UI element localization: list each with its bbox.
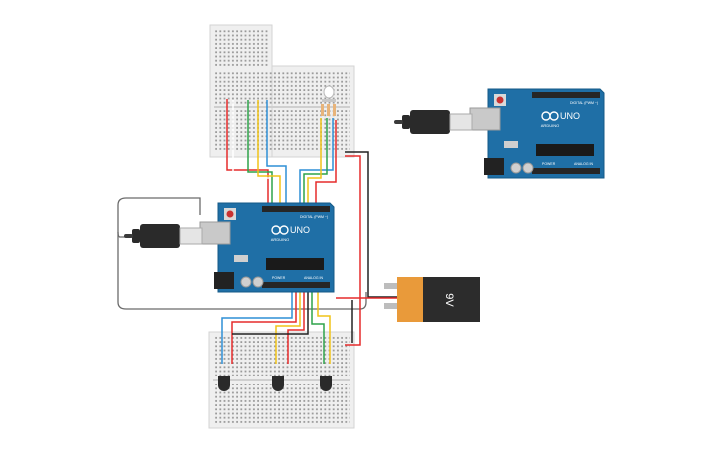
battery-terminal-positive [384, 283, 397, 289]
wire-blue[interactable] [221, 288, 293, 364]
arduino-uno-right[interactable]: ARDUINO UNO DIGITAL (PWM ~) POWER ANALOG… [469, 88, 605, 179]
usb-cable-lower[interactable] [117, 232, 367, 310]
capacitor [522, 162, 534, 174]
reset-button-cap [496, 96, 504, 104]
led-base [322, 99, 336, 102]
capacitor [510, 162, 522, 174]
usb-port[interactable] [199, 221, 231, 245]
breadboard-bottom-holes-upper [213, 336, 350, 376]
battery-9v[interactable]: 9V [384, 277, 480, 322]
battery-icon [397, 277, 423, 322]
usb-cable-stub [394, 120, 403, 124]
sensor-icon [218, 376, 230, 391]
digital-header-label: DIGITAL (PWM ~) [570, 101, 598, 105]
usb-plug-body [410, 110, 450, 134]
capacitor [252, 276, 264, 288]
arduino-brand: ARDUINO [271, 237, 289, 242]
wire-red[interactable] [345, 155, 361, 346]
wires-bottom[interactable] [221, 288, 331, 364]
wire-red[interactable] [287, 288, 305, 364]
regulator [504, 141, 518, 148]
wire-yellow[interactable] [275, 288, 301, 364]
arduino-infinity-logo [271, 225, 289, 235]
usb-plug-metal [449, 113, 473, 131]
power-analog-header[interactable] [262, 282, 330, 288]
atmega-chip [266, 258, 324, 270]
digital-header-label: DIGITAL (PWM ~) [300, 215, 328, 219]
atmega-chip [536, 144, 594, 156]
wires-power[interactable] [336, 151, 400, 346]
usb-plug-icon [402, 115, 410, 129]
dc-jack[interactable] [484, 158, 504, 175]
power-header-label: POWER [272, 276, 286, 280]
dc-jack[interactable] [214, 272, 234, 289]
usb-plug-metal [179, 227, 203, 245]
resistor-group[interactable] [321, 104, 336, 116]
wire-red[interactable] [231, 288, 297, 364]
wires-top[interactable] [226, 99, 337, 205]
wire-blue[interactable] [266, 100, 287, 205]
usb-plug-right[interactable] [394, 110, 473, 134]
battery-body [423, 277, 480, 322]
analog-header-label: ANALOG IN [304, 276, 324, 280]
wire-green[interactable] [311, 288, 325, 364]
resistor-icon [333, 104, 336, 116]
analog-header-label: ANALOG IN [574, 162, 594, 166]
wire-yellow[interactable] [317, 288, 331, 364]
wire-white[interactable] [232, 100, 277, 205]
resistor-icon [327, 104, 330, 116]
sensor-icon [320, 376, 332, 391]
wire-green[interactable] [303, 118, 328, 205]
sensor-1[interactable] [218, 376, 230, 391]
wire-yellow[interactable] [257, 100, 281, 205]
usb-plug-left[interactable] [124, 224, 203, 248]
led-component[interactable] [322, 85, 336, 102]
wire-yellow[interactable] [307, 118, 322, 205]
usb-cable-stub [124, 234, 133, 238]
arduino-model: UNO [560, 111, 580, 121]
usb-port[interactable] [469, 107, 501, 131]
arduino-model: UNO [290, 225, 310, 235]
battery-terminal-negative [384, 303, 397, 309]
usb-plug-body [140, 224, 180, 248]
battery-label: 9V [443, 293, 455, 307]
resistor-icon [321, 104, 324, 116]
reset-button-cap [226, 210, 234, 218]
digital-header[interactable] [532, 92, 600, 98]
breadboard-bottom-holes-lower [213, 384, 350, 424]
wire-black[interactable] [232, 288, 309, 335]
power-analog-header[interactable] [532, 168, 600, 174]
wire-green[interactable] [247, 100, 273, 205]
breadboard-top-holes-upper [214, 30, 268, 66]
sensor-icon [272, 376, 284, 391]
sensor-2[interactable] [272, 376, 284, 391]
wire-red[interactable] [315, 120, 337, 205]
digital-header[interactable] [262, 206, 330, 212]
arduino-infinity-logo [541, 111, 559, 121]
usb-cable[interactable] [117, 197, 201, 238]
power-header-label: POWER [542, 162, 556, 166]
wire-blue[interactable] [299, 118, 334, 205]
led-icon [323, 85, 335, 99]
usb-plug-icon [132, 229, 140, 243]
arduino-brand: ARDUINO [541, 123, 559, 128]
wire-black[interactable] [345, 151, 400, 298]
arduino-uno-left[interactable]: ARDUINO UNO DIGITAL (PWM ~) POWER ANALOG… [199, 202, 335, 293]
capacitor [240, 276, 252, 288]
regulator [234, 255, 248, 262]
sensor-3[interactable] [320, 376, 332, 391]
breadboard-top-holes-lower [214, 110, 350, 152]
